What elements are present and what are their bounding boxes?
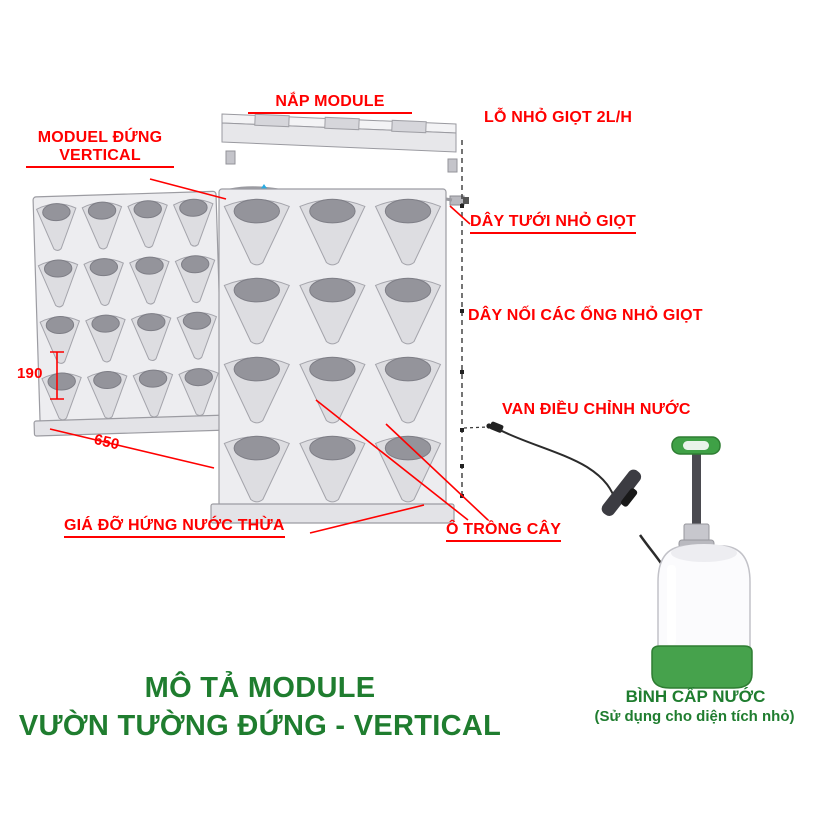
dimension-height: 190 [17,365,43,382]
label-valve: VAN ĐIỀU CHỈNH NƯỚC [502,401,691,418]
pocket-hole [233,277,280,303]
label-connector: DÂY NỐI CÁC ỐNG NHỎ GIỌT [468,307,703,324]
pocket-hole [93,371,122,390]
page-title-line1: MÔ TẢ MODULE [144,672,376,704]
pocket-hole [384,435,432,461]
pocket-hole [138,369,168,388]
leader-planting-cell-2 [385,423,489,521]
label-drip-line: DÂY TƯỚI NHỎ GIỌT [470,213,637,234]
sprayer-name: BÌNH CẤP NƯỚC [625,687,766,706]
pocket-hole [384,277,432,303]
pump-handle-slot [683,441,709,450]
dimension-width-line [49,428,215,469]
leader-module [149,178,227,200]
trigger-wand [601,469,642,516]
label-module: MODUEL ĐỨNG VERTICAL [26,129,174,168]
tank-base [651,645,753,689]
pocket-hole [42,203,71,222]
pocket-hole [309,277,356,303]
leader-tray [309,504,425,534]
label-module-line1: MODUEL ĐỨNG [37,129,163,146]
left-module-drawing [32,190,231,437]
pocket-hole [233,356,280,382]
pocket-hole [309,356,356,382]
module-lid-drawing [221,113,469,206]
right-module-drawing [210,188,455,524]
label-tray: GIÁ ĐỠ HỨNG NƯỚC THỪA [64,517,285,538]
valve-drawing [486,421,504,433]
lid-fitting-right [447,158,458,173]
pocket-hole [91,314,120,333]
dimension-height-line [50,351,64,400]
pocket-hole [233,435,280,461]
pocket-hole [45,316,75,335]
pocket-hole [233,198,280,224]
right-module-tray [210,503,455,524]
pocket-hole [47,372,76,391]
pocket-hole [184,368,213,387]
leader-drip-line [449,205,471,225]
label-lid: NẮP MODULE [248,93,412,114]
sprayer-drawing [651,436,753,689]
pocket-hole [133,200,162,219]
lid-fitting-left [225,150,236,165]
pipe-nut [463,197,469,204]
label-drip-hole: LỖ NHỎ GIỌT 2L/H [484,109,633,126]
pocket-hole [43,259,73,278]
pocket-hole [135,256,164,275]
leader-planting-cell-1 [315,399,469,521]
pocket-hole [384,198,432,224]
pocket-hole [87,201,117,220]
pocket-hole [89,258,119,277]
label-planting-cell: Ô TRỒNG CÂY [446,521,562,542]
pump-rod [692,452,701,534]
pocket-hole [309,435,356,461]
page-title-line2: VƯỜN TƯỜNG ĐỨNG - VERTICAL [18,710,502,742]
leader-lines [49,178,489,534]
label-module-line2: VERTICAL [59,146,141,164]
pocket-hole [309,198,356,224]
sprayer-note: (Sử dụng cho diện tích nhỏ) [594,708,795,725]
pocket-hole [180,255,210,274]
pocket-hole [137,313,166,332]
hose-drawing [499,429,670,575]
pocket-hole [182,311,212,330]
pocket-hole [179,198,208,217]
pocket-hole [384,356,432,382]
